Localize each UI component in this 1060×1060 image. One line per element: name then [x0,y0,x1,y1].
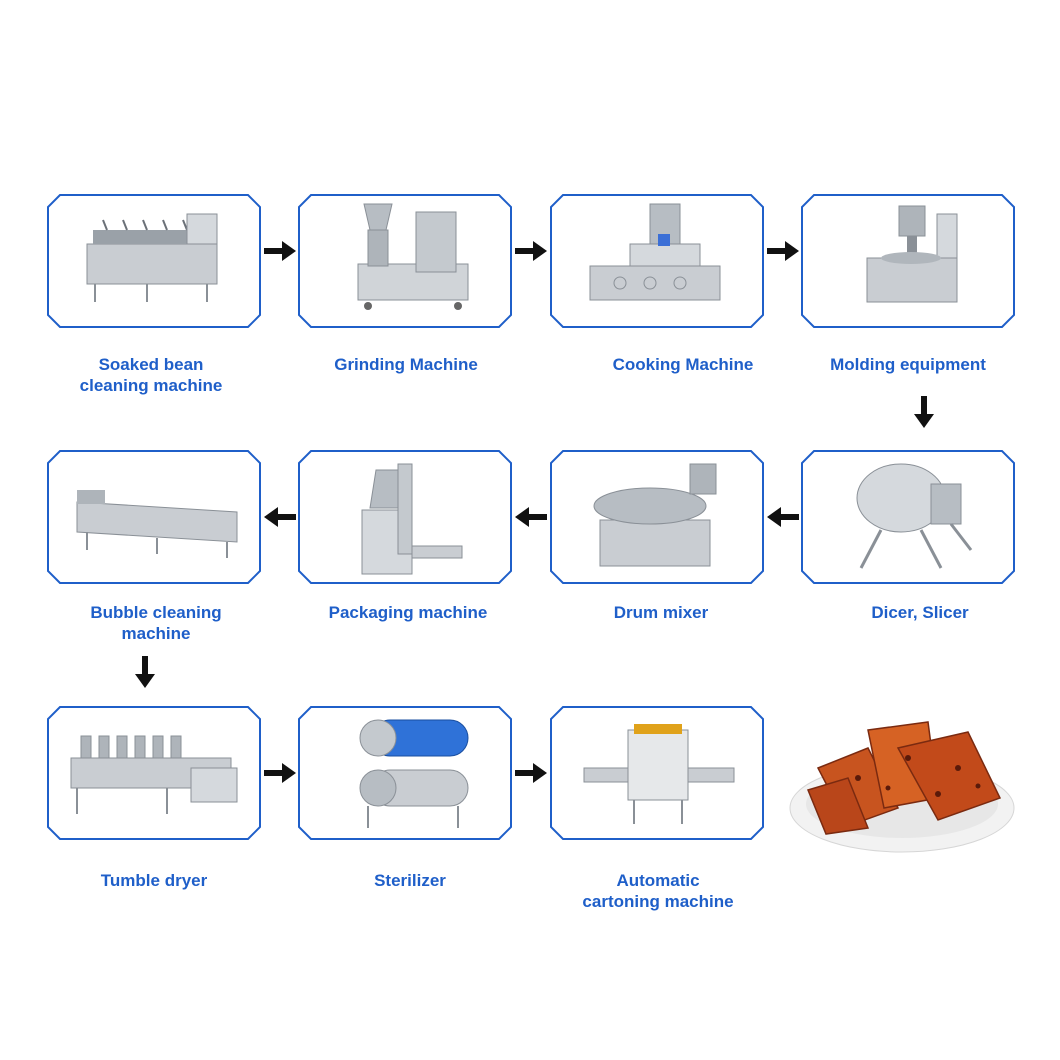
step-card-8 [47,450,261,584]
step-label-8: Bubble cleaning machine [36,602,276,644]
step-card-7 [298,450,512,584]
arrow-down-icon [914,396,934,428]
step-label-11: Automatic cartoning machine [538,870,778,912]
step-label-2: Grinding Machine [286,354,526,375]
packaging-machine-icon [298,450,512,584]
step-card-4 [801,194,1015,328]
step-label-10: Sterilizer [290,870,530,891]
step-card-6 [550,450,764,584]
step-card-1 [47,194,261,328]
carton-sealer-icon [550,706,764,840]
arrow-down-icon [135,656,155,688]
step-label-5: Dicer, Slicer [800,602,1040,623]
arrow-right-icon [515,241,547,261]
arrow-right-icon [264,241,296,261]
washer-machine-icon [47,194,261,328]
arrow-left-icon [264,507,296,527]
step-card-11 [550,706,764,840]
arrow-right-icon [515,763,547,783]
step-card-2 [298,194,512,328]
slicer-machine-icon [801,450,1015,584]
grinder-machine-icon [298,194,512,328]
step-label-7: Packaging machine [288,602,528,623]
step-label-6: Drum mixer [541,602,781,623]
arrow-left-icon [767,507,799,527]
step-label-3: Cooking Machine [563,354,803,375]
step-card-10 [298,706,512,840]
arrow-right-icon [264,763,296,783]
arrow-right-icon [767,241,799,261]
drum-mixer-icon [550,450,764,584]
step-label-4: Molding equipment [788,354,1028,375]
press-machine-icon [801,194,1015,328]
step-card-5 [801,450,1015,584]
sterilizer-tank-icon [298,706,512,840]
step-card-9 [47,706,261,840]
step-label-1: Soaked bean cleaning machine [31,354,271,396]
cooker-machine-icon [550,194,764,328]
step-label-9: Tumble dryer [34,870,274,891]
dryer-machine-icon [47,706,261,840]
bubble-washer-icon [47,450,261,584]
step-card-3 [550,194,764,328]
tofu-dish-icon [788,708,1020,858]
arrow-left-icon [515,507,547,527]
